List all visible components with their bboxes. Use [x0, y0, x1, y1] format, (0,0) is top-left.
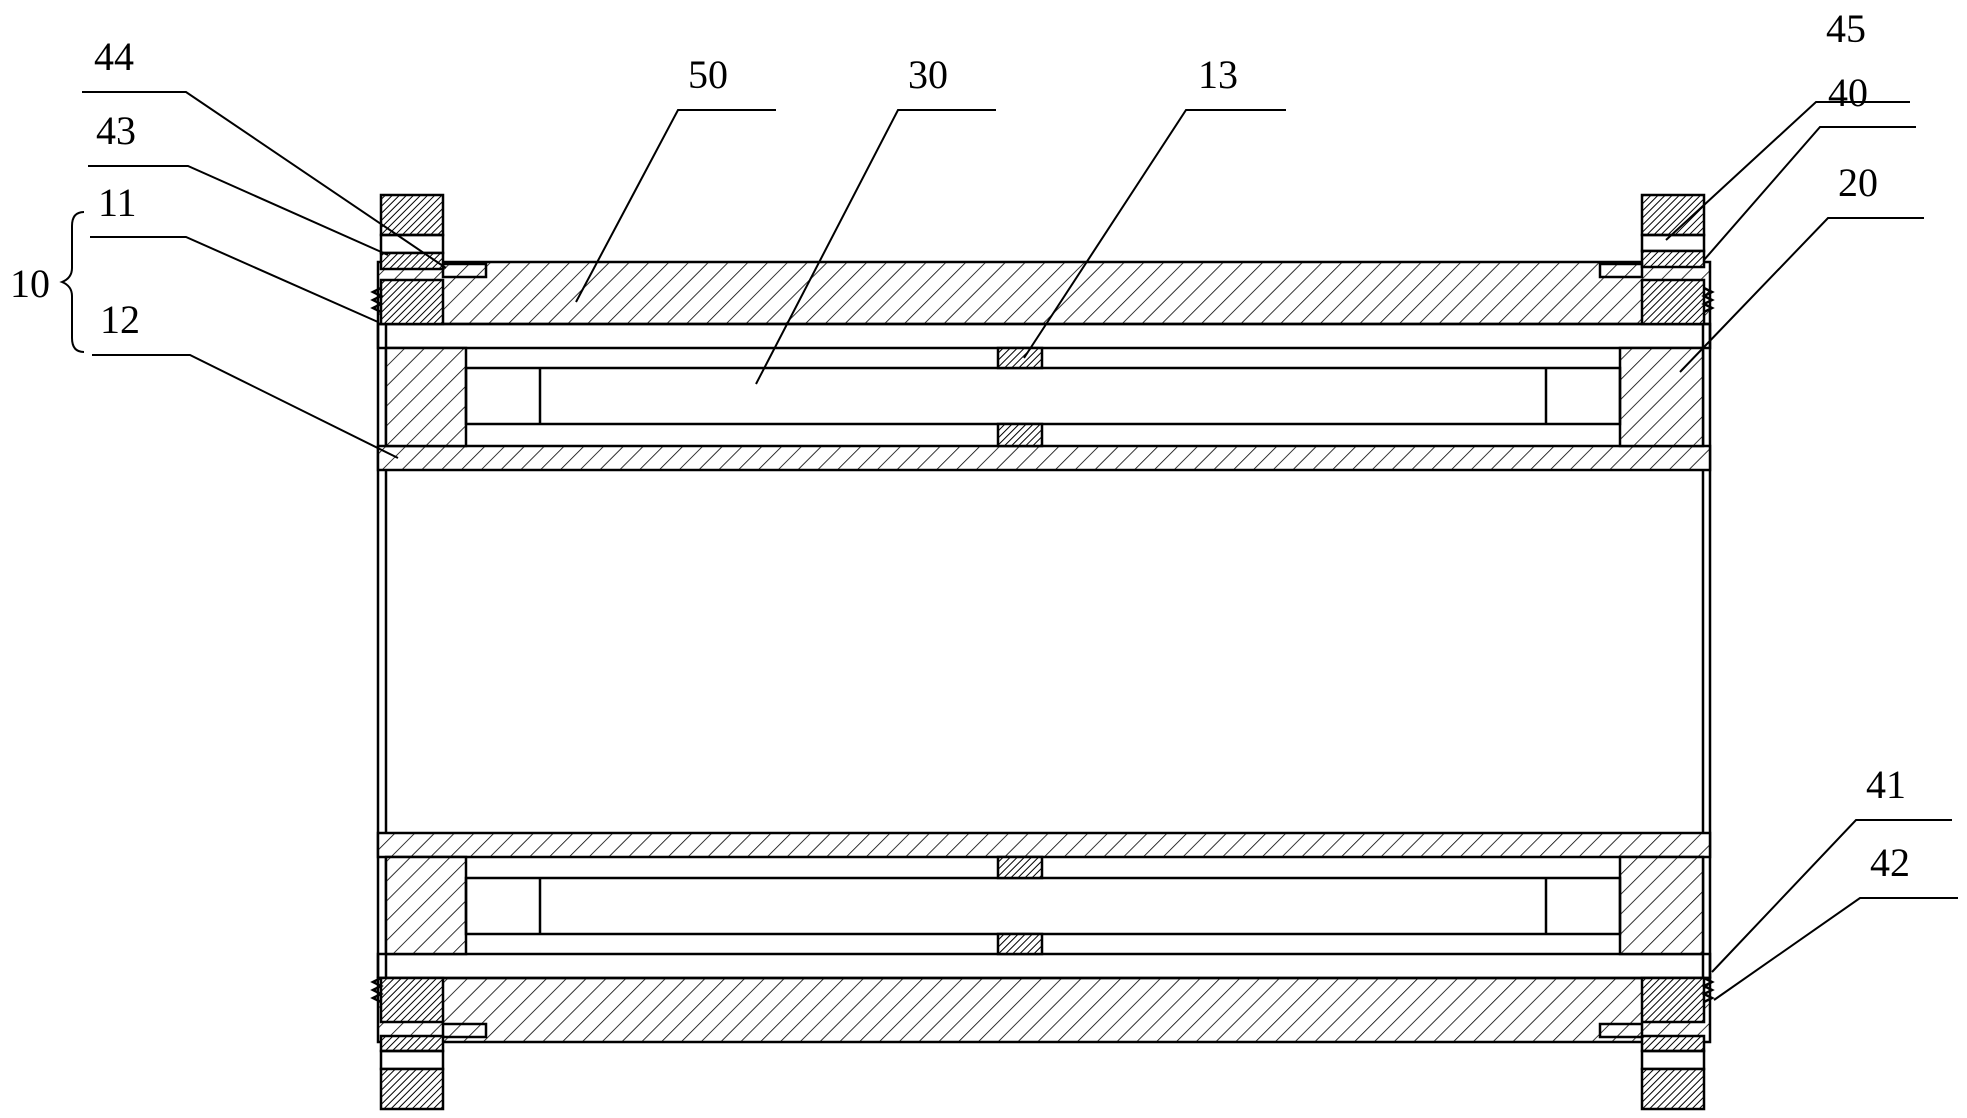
- lower-support-block-top: [996, 855, 1044, 880]
- lower-cavity: [384, 855, 1705, 956]
- label-11: 11: [98, 180, 137, 225]
- label-43: 43: [96, 108, 136, 153]
- leader-lines: [59, 91, 1958, 1001]
- right-flange-bottom: [1598, 976, 1715, 1111]
- upper-support-block-bottom: [996, 422, 1044, 448]
- outer-shell-bottom: [376, 976, 1712, 1044]
- upper-cavity: [384, 346, 1705, 448]
- right-flange-top: [1598, 193, 1715, 326]
- label-45: 45: [1826, 6, 1866, 51]
- lower-left-end-block: [384, 855, 468, 956]
- lower-support-block-bottom: [996, 932, 1044, 956]
- upper-left-end-block: [384, 346, 468, 448]
- label-30: 30: [908, 52, 948, 97]
- reference-labels: 44 43 11 10 12 50 30 13 45 40 20 41 42: [10, 6, 1910, 885]
- upper-support-block-top: [996, 346, 1044, 370]
- label-10: 10: [10, 261, 50, 306]
- label-40: 40: [1828, 70, 1868, 115]
- label-44: 44: [94, 34, 134, 79]
- lower-right-end-block: [1618, 855, 1705, 956]
- left-flange-top: [370, 193, 488, 326]
- label-13: 13: [1198, 52, 1238, 97]
- label-12: 12: [100, 297, 140, 342]
- upper-right-end-block: [1618, 346, 1705, 448]
- left-flange-bottom: [370, 976, 488, 1111]
- label-42: 42: [1870, 840, 1910, 885]
- outer-shell-top: [376, 260, 1712, 326]
- bottom-inner-strip: [376, 952, 1712, 980]
- label-50: 50: [688, 52, 728, 97]
- label-41: 41: [1866, 762, 1906, 807]
- top-inner-strip: [376, 322, 1712, 350]
- label-20: 20: [1838, 160, 1878, 205]
- inner-tube-top-wall: [376, 444, 1712, 472]
- inner-tube-bottom-wall: [376, 831, 1712, 859]
